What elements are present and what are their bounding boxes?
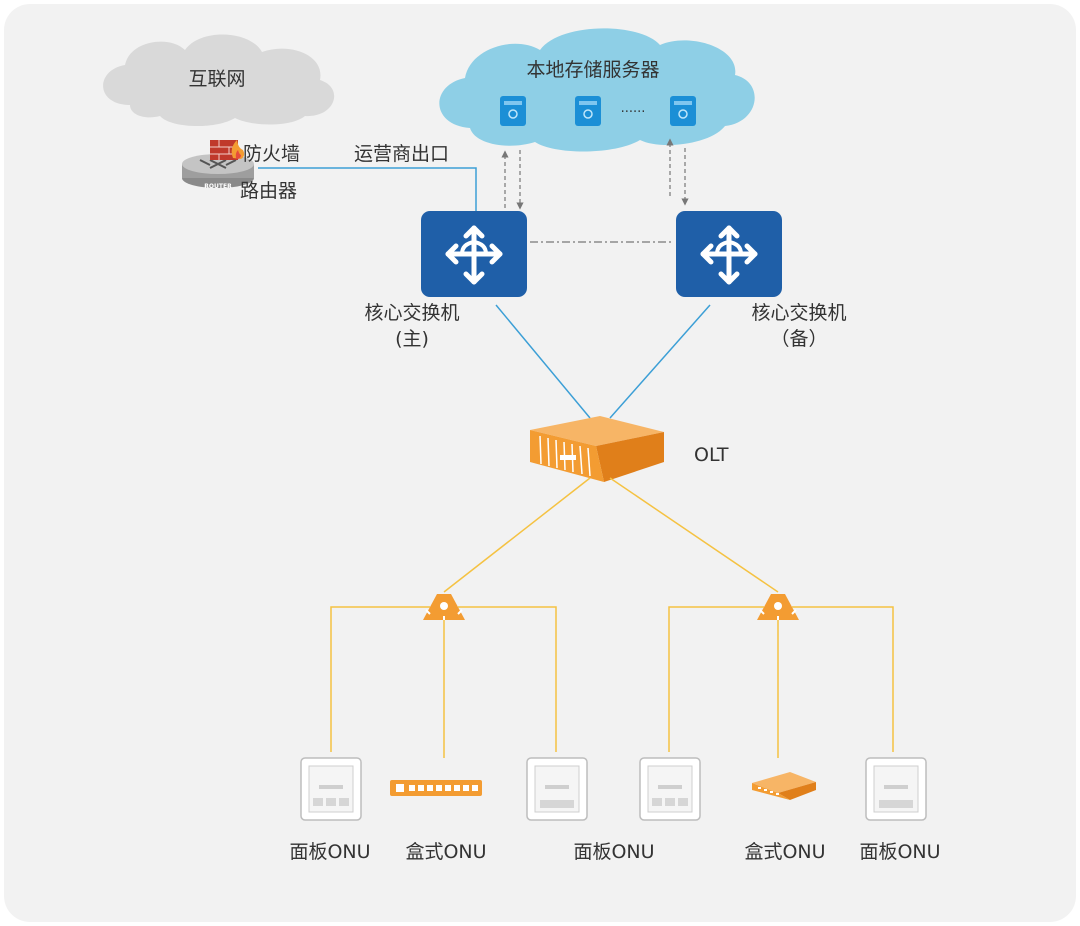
storage-server-icon: [500, 96, 526, 126]
router-badge: ROUTER: [204, 183, 232, 190]
core-backup-olt-link: [609, 304, 711, 419]
router-label: 路由器: [240, 180, 297, 202]
firewall-label: 防火墙: [243, 143, 300, 165]
box-onu-icon: [752, 772, 816, 800]
olt-icon: [530, 416, 664, 482]
storage-server-icon: [575, 96, 601, 126]
internet-cloud: 互联网: [103, 34, 335, 127]
box-onu-icon: [390, 780, 482, 796]
olt-splitter-left-link: [443, 477, 591, 593]
storage-cloud: 本地存储服务器 ......: [439, 28, 755, 152]
splitter-left-icon: [423, 594, 465, 620]
olt-label: OLT: [694, 444, 729, 466]
fiber-lines-left: [330, 606, 557, 758]
onu-label: 面板ONU: [573, 841, 654, 863]
storage-cloud-label: 本地存储服务器: [526, 59, 659, 81]
core-backup-sublabel: （备）: [770, 328, 827, 350]
core-backup-label: 核心交换机: [751, 302, 846, 324]
core-primary-sublabel: (主): [395, 328, 429, 350]
panel-onu-icon: [300, 757, 362, 821]
core-primary-olt-link: [495, 304, 591, 419]
isp-exit-link: [258, 167, 477, 212]
storage-link-primary: [501, 150, 524, 210]
fiber-lines-right: [668, 606, 894, 758]
isp-exit-label: 运营商出口: [354, 143, 449, 165]
onu-label: 盒式ONU: [744, 841, 825, 863]
panel-onu-icon: [639, 757, 701, 821]
storage-ellipsis: ......: [621, 101, 646, 116]
storage-server-icon: [670, 96, 696, 126]
core-switch-primary: [421, 211, 527, 297]
panel-onu-icon: [865, 757, 927, 821]
splitter-right-icon: [757, 594, 799, 620]
core-primary-label: 核心交换机: [364, 302, 459, 324]
onu-label: 面板ONU: [859, 841, 940, 863]
core-switch-backup: [676, 211, 782, 297]
firewall-icon: [210, 140, 245, 160]
storage-link-backup: [666, 138, 689, 206]
internet-label: 互联网: [188, 68, 245, 90]
panel-onu-icon: [526, 757, 588, 821]
onu-label: 盒式ONU: [405, 841, 486, 863]
olt-splitter-right-link: [609, 477, 779, 593]
onu-label: 面板ONU: [289, 841, 370, 863]
